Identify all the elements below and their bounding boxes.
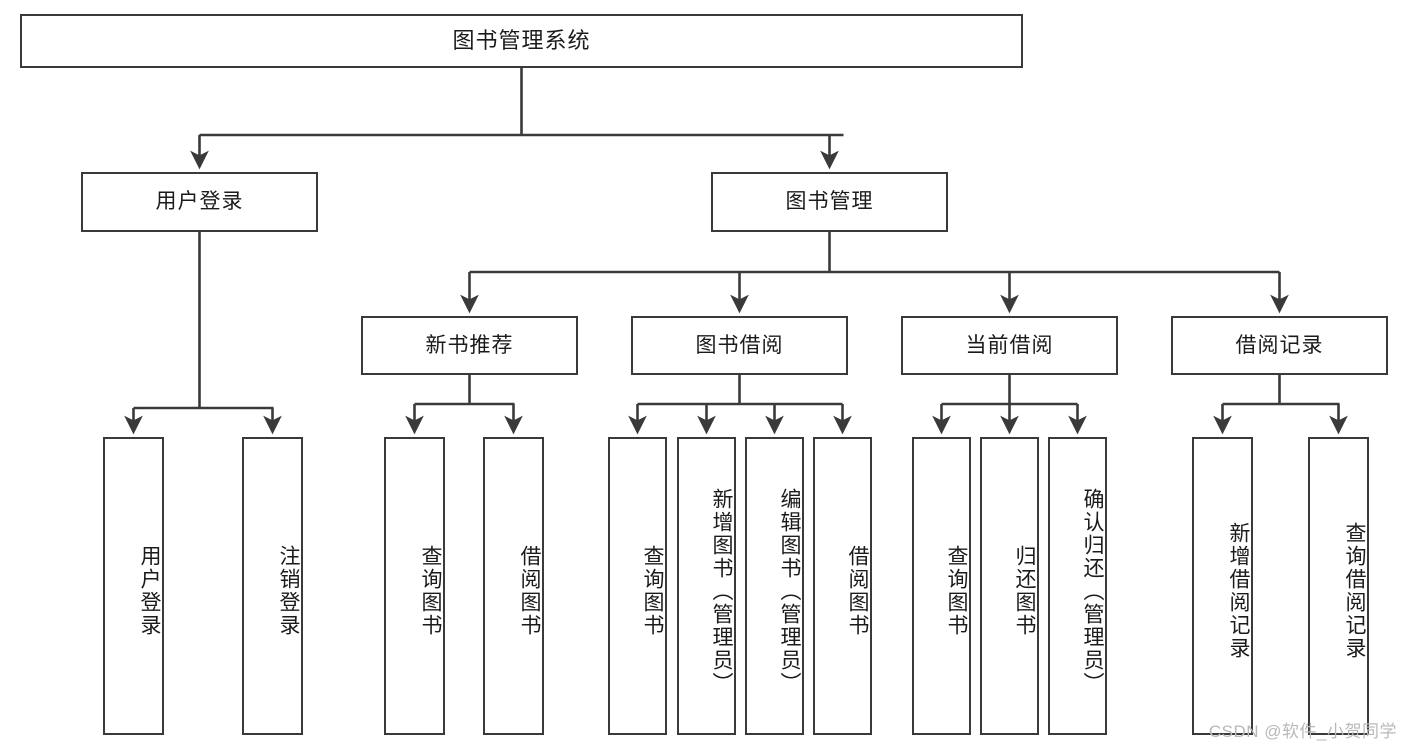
leaf-add-book-admin[interactable]: 新增图书（管理员） [677,437,736,735]
node-label: 新书推荐 [425,333,514,357]
node-label: 查询图书 [641,545,664,637]
leaf-add-borrow-record[interactable]: 新增借阅记录 [1192,437,1253,735]
leaf-query-books-borrow[interactable]: 查询图书 [608,437,667,735]
leaf-return-books[interactable]: 归还图书 [980,437,1039,735]
node-label: 新增图书（管理员） [710,487,733,695]
node-label: 图书借阅 [695,333,784,357]
node-label: 用户登录 [155,190,244,214]
leaf-confirm-return-admin[interactable]: 确认归还（管理员） [1048,437,1107,735]
node-book-borrowing[interactable]: 图书借阅 [631,316,848,375]
leaf-query-books-recommendation[interactable]: 查询图书 [384,437,445,735]
node-borrowing-records[interactable]: 借阅记录 [1171,316,1388,375]
node-user-login[interactable]: 用户登录 [81,172,318,232]
csdn-watermark: CSDN @软件_小贺同学 [1208,722,1397,741]
node-label: 编辑图书（管理员） [778,487,801,695]
leaf-edit-book-admin[interactable]: 编辑图书（管理员） [745,437,804,735]
node-label: 查询借阅记录 [1343,522,1366,660]
leaf-borrow-books[interactable]: 借阅图书 [813,437,872,735]
node-book-management[interactable]: 图书管理 [711,172,948,232]
node-label: 归还图书 [1013,545,1036,637]
leaf-query-borrow-record[interactable]: 查询借阅记录 [1308,437,1369,735]
leaf-borrow-books-recommendation[interactable]: 借阅图书 [483,437,544,735]
node-label: 注销登录 [277,545,300,637]
node-label: 借阅记录 [1235,333,1324,357]
node-label: 查询图书 [419,545,442,637]
node-label: 图书管理 [785,190,874,214]
node-root-book-management-system[interactable]: 图书管理系统 [20,14,1023,68]
node-label: 用户登录 [138,545,161,637]
node-label: 图书管理系统 [452,27,591,53]
node-current-borrowing[interactable]: 当前借阅 [901,316,1118,375]
node-label: 借阅图书 [518,545,541,637]
node-label: 新增借阅记录 [1227,522,1250,660]
leaf-user-login[interactable]: 用户登录 [103,437,164,735]
node-label: 当前借阅 [965,333,1054,357]
leaf-logout[interactable]: 注销登录 [242,437,303,735]
node-label: 查询图书 [945,545,968,637]
node-new-book-recommendation[interactable]: 新书推荐 [361,316,578,375]
node-label: 确认归还（管理员） [1081,487,1104,695]
node-label: 借阅图书 [846,545,869,637]
leaf-query-books-current[interactable]: 查询图书 [912,437,971,735]
